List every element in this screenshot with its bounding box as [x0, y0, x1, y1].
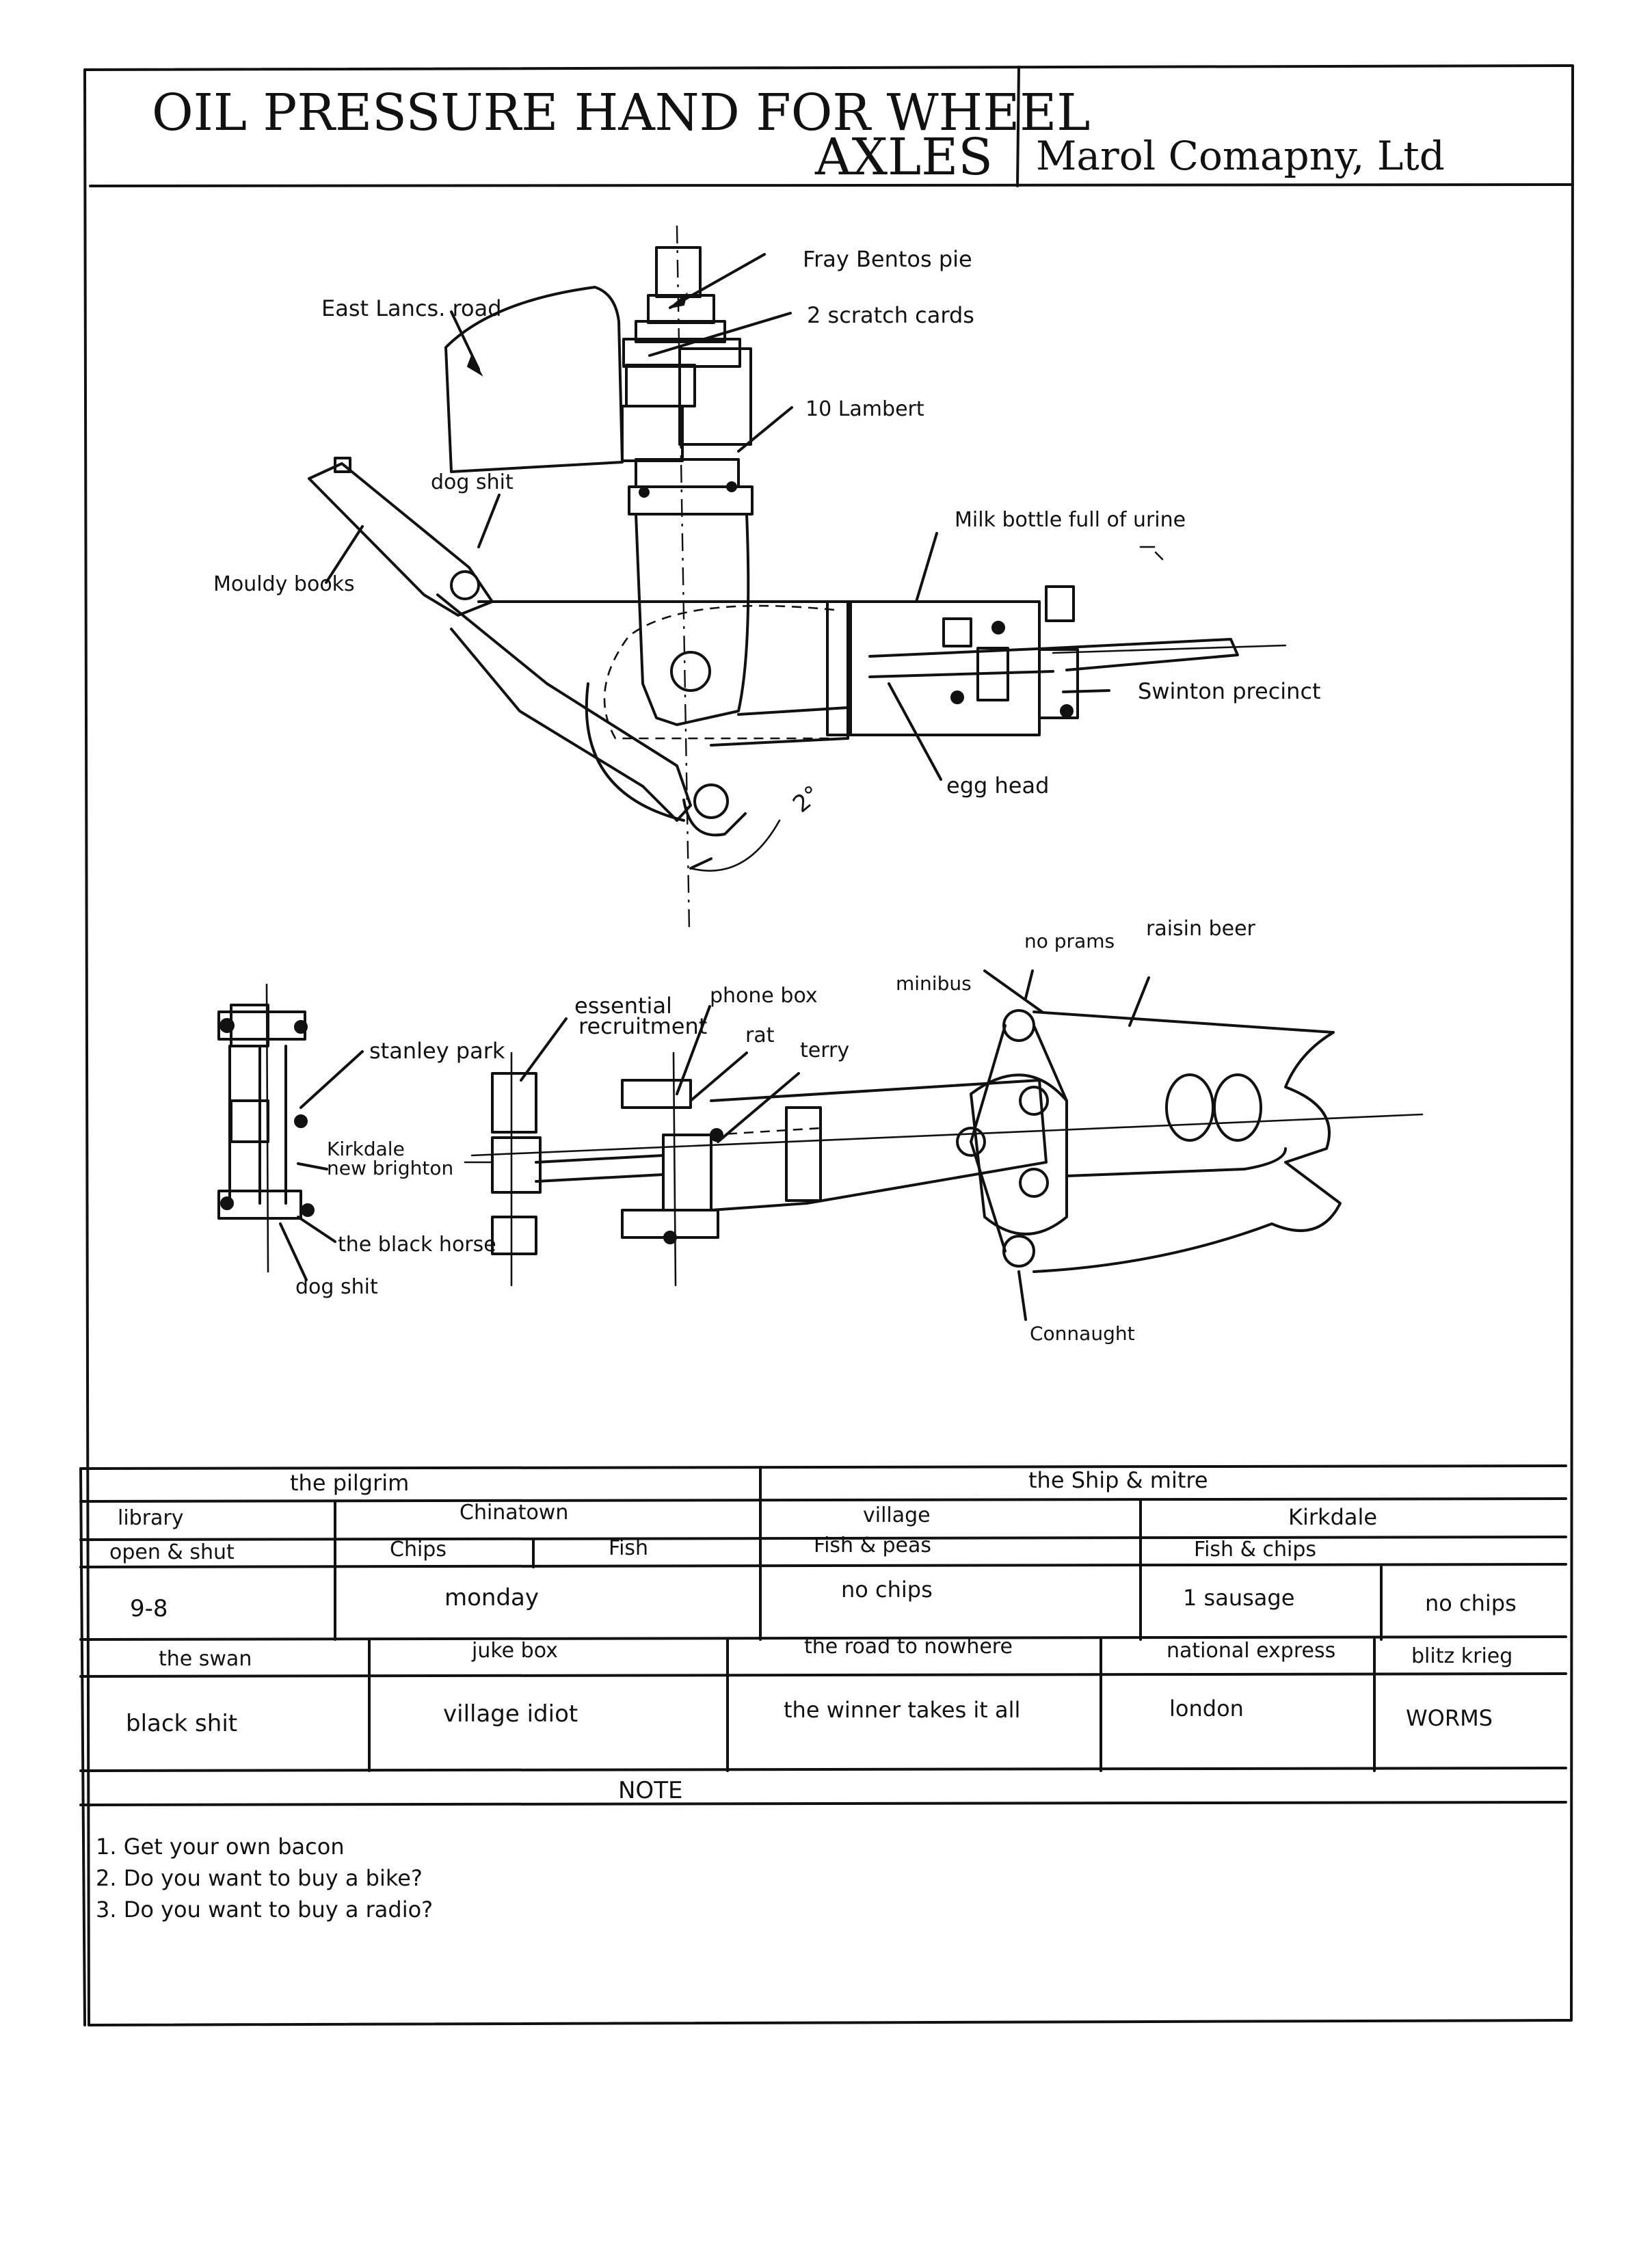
note-heading: NOTE [618, 1777, 682, 1804]
table-cell-r6-c3: the winner takes it all [784, 1697, 1020, 1723]
table-cell-r5-c1: the swan [159, 1647, 252, 1671]
label-dog-shit-bottom: dog shit [295, 1275, 378, 1299]
table-cell-r4-c3: no chips [841, 1577, 933, 1603]
table-cell-r5-c5: blitz krieg [1411, 1644, 1513, 1668]
table-cell-r3-c1: open & shut [109, 1540, 235, 1564]
label-milk-bottle: Milk bottle full of urine [955, 508, 1186, 532]
label-east-lancs-road: East Lancs. road [321, 295, 502, 321]
plan-view-drawing [217, 983, 1424, 1287]
label-phone-box: phone box [710, 984, 818, 1008]
label-the-black-horse: the black horse [338, 1233, 496, 1257]
label-fray-bentos-pie: Fray Bentos pie [803, 246, 972, 272]
parts-table [79, 1464, 1567, 2026]
label-scratch-cards: 2 scratch cards [807, 302, 974, 328]
label-minibus: minibus [896, 972, 972, 995]
table-cell-r4-c5: no chips [1425, 1590, 1517, 1616]
table-cell-r3-c5: Fish & chips [1194, 1538, 1316, 1562]
label-recruitment: recruitment [578, 1013, 707, 1039]
table-cell-r6-c1: black shit [126, 1710, 237, 1737]
table-cell-r4-c2: monday [444, 1584, 539, 1611]
table-cell-r2-c4: Kirkdale [1288, 1504, 1377, 1530]
table-cell-r5-c3: the road to nowhere [804, 1635, 1013, 1659]
label-swinton-precinct: Swinton precinct [1138, 678, 1321, 704]
label-terry: terry [800, 1039, 849, 1062]
plan-view-leaders [279, 969, 1150, 1321]
table-cell-r2-c2: Chinatown [459, 1501, 568, 1525]
table-cell-r6-c4: london [1169, 1696, 1244, 1722]
sheet-border [83, 64, 1574, 2026]
label-new-brighton: new brighton [327, 1157, 453, 1179]
table-cell-r3-c3: Fish [609, 1536, 648, 1560]
label-dog-shit-top: dog shit [431, 470, 514, 494]
table-cell-r5-c4: national express [1167, 1639, 1335, 1663]
label-mouldy-books: Mouldy books [213, 572, 355, 596]
table-cell-r2-c1: library [118, 1506, 184, 1530]
label-lambert: 10 Lambert [805, 397, 924, 421]
table-cell-r2-c3: village [863, 1503, 931, 1527]
side-view-drawing [308, 225, 1287, 930]
company-name: Marol Comapny, Ltd [1036, 133, 1445, 179]
table-cell-r5-c2: juke box [471, 1639, 558, 1663]
note-item-2: 2. Do you want to buy a bike? [96, 1865, 423, 1891]
label-essential: essential [574, 993, 672, 1019]
label-raisin-beer: raisin beer [1146, 917, 1256, 941]
table-cell-r6-c2: village idiot [443, 1700, 578, 1728]
table-cell-r3-c2: Chips [390, 1538, 447, 1562]
label-connaught: Connaught [1030, 1322, 1135, 1345]
label-no-prams: no prams [1024, 930, 1115, 952]
label-rat: rat [745, 1023, 775, 1047]
label-angle: 2° [788, 780, 825, 818]
table-cell-r4-c1: 9-8 [130, 1595, 168, 1622]
table-cell-r4-c4: 1 sausage [1183, 1585, 1294, 1611]
title-line-1: OIL PRESSURE HAND FOR WHEEL [152, 83, 1090, 142]
title-line-2: AXLES [814, 128, 993, 187]
label-stanley-park: stanley park [369, 1038, 505, 1064]
table-cell-r3-c4: Fish & peas [814, 1534, 931, 1557]
label-egg-head: egg head [946, 773, 1049, 799]
table-cell-r6-c5: WORMS [1406, 1705, 1493, 1731]
side-view-leaders [325, 253, 1110, 781]
table-cell-r1-c2: the Ship & mitre [1028, 1467, 1208, 1493]
note-item-1: 1. Get your own bacon [96, 1834, 345, 1860]
label-kirkdale-plan: Kirkdale [327, 1138, 405, 1160]
note-item-3: 3. Do you want to buy a radio? [96, 1897, 433, 1923]
table-cell-r1-c1: the pilgrim [290, 1470, 409, 1496]
